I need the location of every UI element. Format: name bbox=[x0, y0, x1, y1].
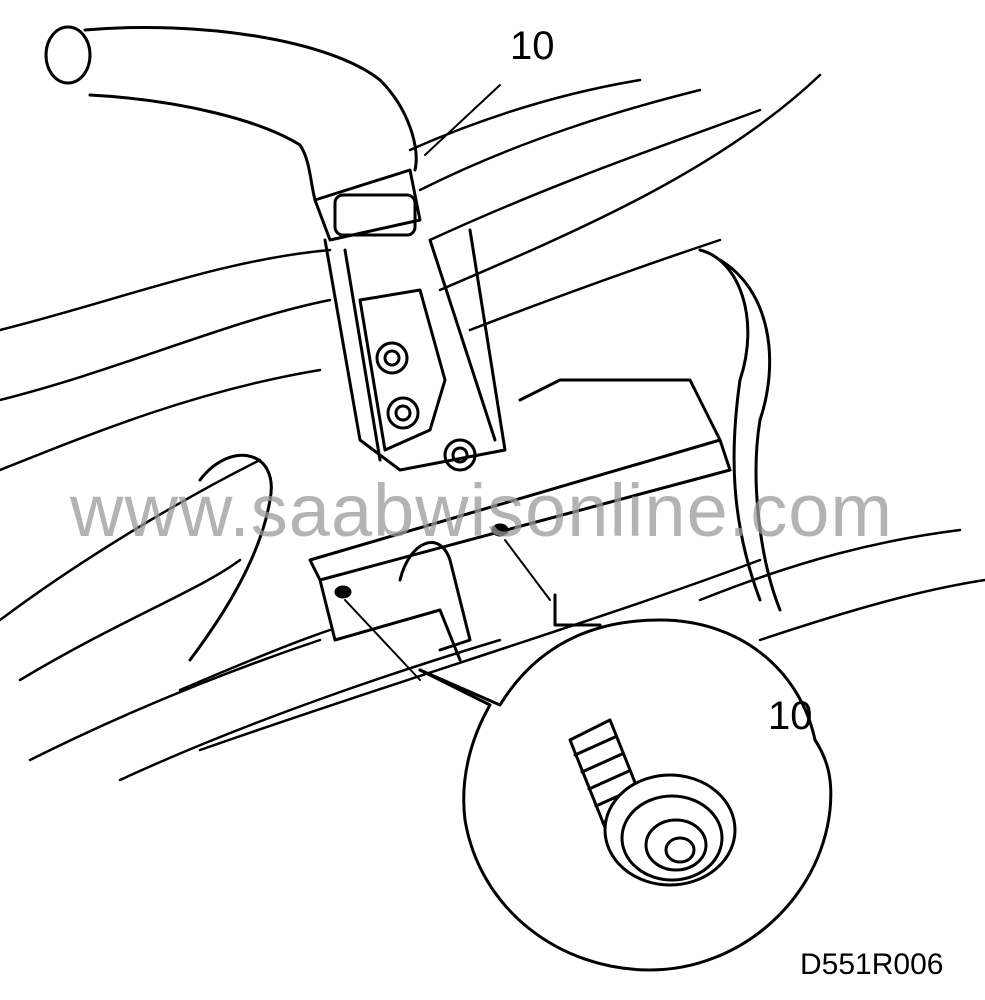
watermark-text: www.saabwisonline.com bbox=[70, 469, 894, 552]
bracket bbox=[188, 248, 782, 662]
callout-label-top: 10 bbox=[510, 24, 555, 68]
bolt-icon bbox=[568, 718, 737, 887]
leader-lines bbox=[344, 84, 551, 681]
callout-label-bottom: 10 bbox=[768, 694, 813, 738]
floor-contours bbox=[0, 73, 985, 782]
handbrake-lever bbox=[44, 25, 507, 472]
figure-id-label: D551R006 bbox=[800, 948, 944, 981]
mounting-holes bbox=[375, 341, 477, 472]
detail-magnifier bbox=[418, 593, 833, 972]
